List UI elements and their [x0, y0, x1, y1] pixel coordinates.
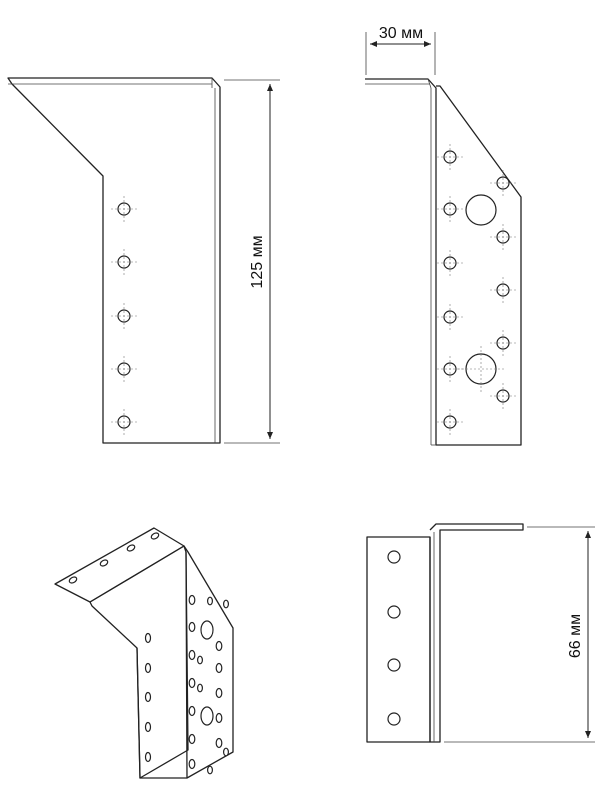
mounting-hole — [144, 691, 152, 703]
mounting-hole — [197, 683, 204, 693]
mounting-hole — [188, 594, 196, 606]
mounting-hole — [215, 737, 223, 749]
depth-label: 66 мм — [567, 614, 584, 658]
large-hole — [465, 194, 497, 226]
isometric-view-holes — [68, 532, 230, 775]
height-dimension: 125 мм — [224, 79, 280, 444]
mounting-hole — [387, 658, 401, 672]
mounting-hole — [197, 655, 204, 665]
mounting-hole — [188, 649, 196, 661]
side-view — [365, 78, 522, 446]
front-view-holes — [111, 196, 137, 435]
mounting-hole — [99, 559, 109, 567]
mounting-hole — [200, 620, 214, 640]
mounting-hole — [215, 687, 223, 699]
mounting-hole — [200, 706, 214, 726]
mounting-hole — [188, 677, 196, 689]
end-view-holes — [387, 550, 401, 726]
mounting-hole — [144, 632, 152, 644]
mounting-hole — [150, 532, 160, 540]
isometric-view — [54, 527, 234, 779]
mounting-hole — [207, 765, 214, 775]
mounting-hole — [188, 733, 196, 745]
width-label: 30 мм — [379, 25, 423, 42]
mounting-hole — [144, 721, 152, 733]
end-view — [366, 523, 524, 743]
mounting-hole — [126, 544, 136, 552]
mounting-hole — [144, 751, 152, 763]
mounting-hole — [144, 662, 152, 674]
mounting-hole — [188, 758, 196, 770]
front-view — [7, 77, 221, 444]
mounting-hole — [387, 550, 401, 564]
height-label: 125 мм — [249, 235, 266, 288]
depth-dimension: 66 мм — [444, 526, 595, 743]
mounting-hole — [215, 712, 223, 724]
mounting-hole — [188, 705, 196, 717]
width-dimension: 30 мм — [365, 25, 436, 75]
mounting-hole — [223, 747, 230, 757]
mounting-hole — [387, 712, 401, 726]
mounting-hole — [387, 605, 401, 619]
mounting-hole — [223, 599, 230, 609]
mounting-hole — [215, 662, 223, 674]
mounting-hole — [68, 576, 78, 584]
mounting-hole — [188, 621, 196, 633]
mounting-hole — [207, 596, 214, 606]
mounting-hole — [215, 640, 223, 652]
side-view-holes — [437, 144, 516, 435]
